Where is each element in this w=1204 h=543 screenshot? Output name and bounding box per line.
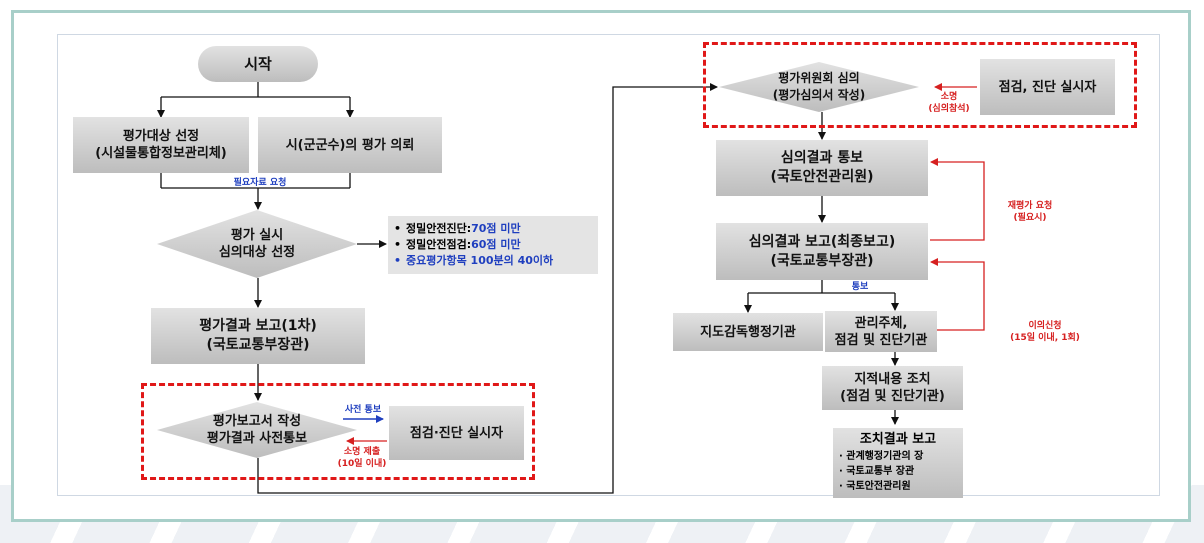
reeval-label: 재평가 요청 (필요시) [990,200,1070,224]
manager-line1: 관리주체, [854,315,908,331]
report-first-box: 평가결과 보고(1차) (국토교통부장관) [151,308,365,364]
action-line1: 지적내용 조치 [854,372,931,387]
committee-line2: (평가심의서 작성) [772,88,866,102]
committee-line1: 평가위원회 심의 [778,71,860,85]
criteria-item: • 정밀안전진단: 70점 미만 [394,220,592,236]
eval-diamond-line2: 심의대상 선정 [218,245,296,260]
criteria-prefix: 정밀안전진단: [406,222,472,235]
objection-line2: (15일 이내, 1회) [1010,333,1080,343]
final-report-line2: (국토교통부장관) [770,252,874,269]
criteria-item: • 정밀안전점검: 60점 미만 [394,236,592,252]
reeval-line2: (필요시) [1013,213,1047,223]
select-target-box: 평가대상 선정 (시설물통합정보관리체) [73,117,249,173]
report-diamond-line1: 평가보고서 작성 [212,414,302,429]
criteria-bullet: • [394,253,402,267]
action-report-item: · 국토교통부 장관 [839,466,915,477]
diagram-panel [57,34,1160,496]
action-report-item: · 관계행정기관의 장 [839,451,924,462]
action-report-title: 조치결과 보고 [859,432,937,447]
action-line2: (점검 및 진단기관) [840,389,945,404]
reeval-line1: 재평가 요청 [1007,201,1053,211]
committee-diamond [719,62,919,112]
criteria-value: 70점 미만 [471,222,521,235]
pre-notice-dashed-group [141,383,535,480]
eval-diamond-text: 평가 실시 심의대상 선정 [157,225,357,263]
report-diamond [157,402,357,458]
manager-line2: 점검 및 진단기관 [834,332,928,348]
criteria-bullet: • [394,237,402,251]
notify-label: 통보 [851,282,869,292]
explain-attend-line1: 소명 [940,92,958,102]
criteria-item: • 중요평가항목 100분의 40이하 [394,252,592,268]
explain-attend-line2: (심의참석) [928,104,970,114]
request-docs-label: 필요자료 요청 [233,178,287,188]
start-label: 시작 [244,54,272,73]
committee-diamond-text: 평가위원회 심의 (평가심의서 작성) [719,69,919,105]
submit-explain-line2: (10일 이내) [337,459,387,469]
manager-box: 관리주체, 점검 및 진단기관 [825,311,937,352]
eval-diamond-line1: 평가 실시 [230,228,284,243]
report-first-line1: 평가결과 보고(1차) [199,318,317,334]
criteria-value: 중요평가항목 100분의 40이하 [406,254,554,267]
final-report-box: 심의결과 보고(최종보고) (국토교통부장관) [716,223,928,280]
final-report-line1: 심의결과 보고(최종보고) [748,233,896,250]
committee-dashed-group [703,42,1137,128]
criteria-box: • 정밀안전진단: 70점 미만 • 정밀안전점검: 60점 미만 • 중요평가… [388,216,598,274]
report-first-line2: (국토교통부장관) [206,337,310,353]
criteria-prefix: 정밀안전점검: [406,238,472,251]
request-eval-box: 시(군군수)의 평가 의뢰 [258,117,442,173]
result-notice-line2: (국토안전관리원) [770,169,874,185]
report-diamond-line2: 평가결과 사전통보 [206,431,308,446]
eval-diamond [157,210,357,278]
pre-notice-label: 사전 통보 [344,405,382,415]
result-notice-box: 심의결과 통보 (국토안전관리원) [716,140,928,196]
explain-attend-label: 소명 (심의참석) [920,91,978,115]
report-diamond-text: 평가보고서 작성 평가결과 사전통보 [157,411,357,449]
criteria-bullet: • [394,221,402,235]
submit-explain-label: 소명 제출 (10일 이내) [330,446,394,470]
action-box: 지적내용 조치 (점검 및 진단기관) [822,366,963,410]
action-report-item: · 국토안전관리원 [839,481,911,492]
action-report-box: 조치결과 보고 · 관계행정기관의 장 · 국토교통부 장관 · 국토안전관리원 [833,428,963,498]
select-target-line2: (시설물통합정보관리체) [95,146,227,161]
inspector-left-box: 점검·진단 실시자 [389,406,524,460]
objection-line1: 이의신청 [1028,321,1062,331]
criteria-value: 60점 미만 [471,238,521,251]
start-terminal [198,46,318,82]
submit-explain-line1: 소명 제출 [343,447,381,457]
inspector-right-box: 점검, 진단 실시자 [980,59,1115,115]
objection-label: 이의신청 (15일 이내, 1회) [990,320,1100,344]
result-notice-line1: 심의결과 통보 [780,150,864,166]
supervisor-box: 지도감독행정기관 [673,313,823,351]
select-target-line1: 평가대상 선정 [122,129,200,144]
